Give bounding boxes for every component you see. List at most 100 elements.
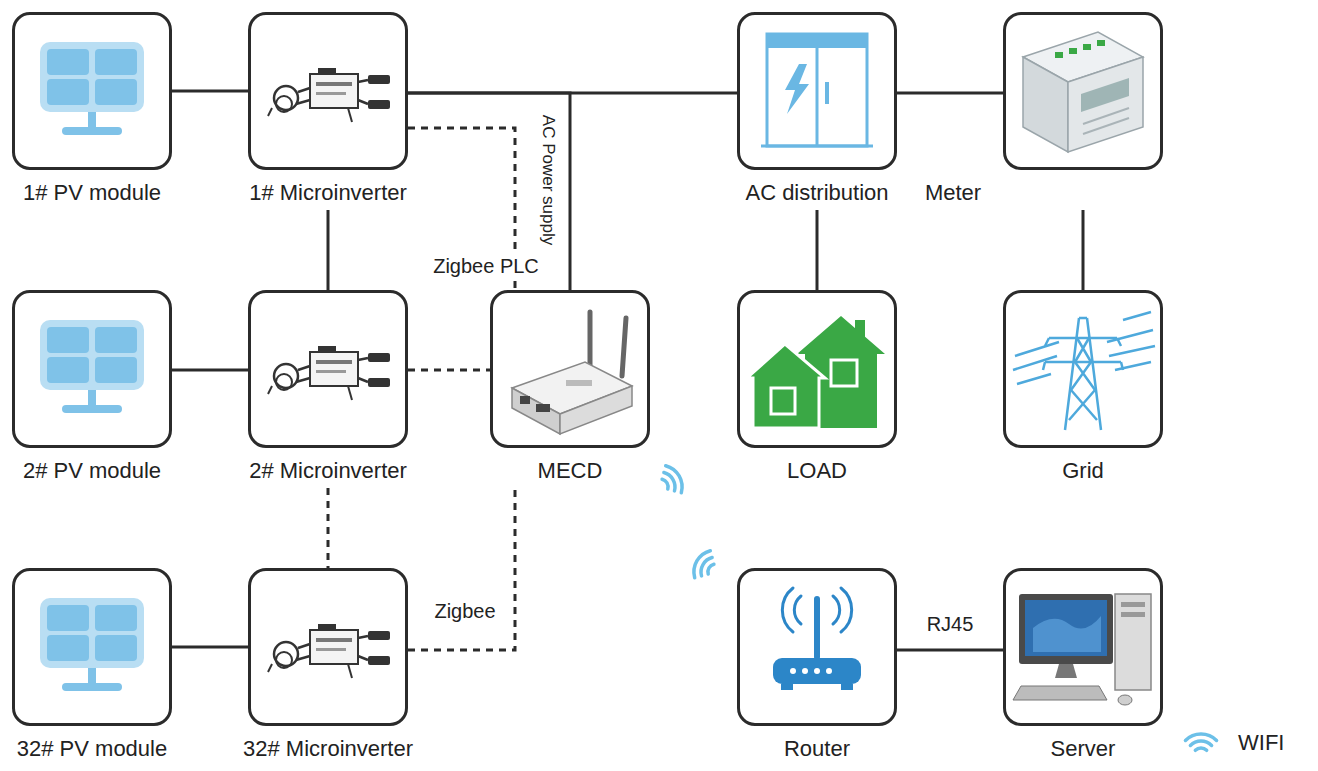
icon-part bbox=[816, 48, 819, 146]
icon-part bbox=[520, 396, 530, 404]
icon-part bbox=[1023, 57, 1068, 152]
icon-part bbox=[773, 658, 861, 684]
legend-text: WIFI bbox=[1238, 730, 1284, 756]
pv-panel-icon bbox=[40, 598, 144, 691]
icon-part bbox=[747, 344, 825, 428]
icon-part bbox=[1121, 612, 1145, 617]
microinverter-icon bbox=[268, 68, 390, 122]
icon-part bbox=[588, 312, 593, 368]
connector-line bbox=[172, 646, 248, 649]
icon-part bbox=[790, 668, 796, 674]
icon-part bbox=[826, 668, 832, 674]
component-frame bbox=[1003, 568, 1163, 726]
icon-part bbox=[1068, 57, 1143, 152]
icon-part bbox=[1115, 594, 1151, 690]
icon-part bbox=[814, 596, 820, 660]
component-frame bbox=[737, 568, 897, 726]
connector-line bbox=[1082, 210, 1085, 290]
component-frame bbox=[1003, 290, 1163, 448]
component-node: 2# Microinverter bbox=[248, 290, 408, 484]
connector-line bbox=[327, 210, 330, 290]
icon-part bbox=[1055, 52, 1063, 58]
pv-panel-icon bbox=[40, 42, 144, 135]
component-label: MECD bbox=[538, 458, 603, 484]
icon-part bbox=[1118, 695, 1132, 705]
icon-part bbox=[1083, 118, 1129, 134]
connector-label: AC Power supply bbox=[536, 112, 560, 248]
component-label: 32# PV module bbox=[17, 736, 167, 762]
icon-part bbox=[833, 588, 852, 632]
load-houses-icon bbox=[747, 316, 885, 428]
icon-part bbox=[802, 668, 808, 674]
icon-part bbox=[841, 684, 853, 690]
wifi-arc bbox=[1190, 741, 1211, 745]
icon-part bbox=[512, 388, 560, 434]
icon-part bbox=[767, 34, 867, 48]
connector-line bbox=[172, 369, 248, 372]
mecd-device-icon bbox=[512, 312, 632, 434]
component-label: Grid bbox=[1062, 458, 1104, 484]
wifi-signal-icon bbox=[657, 462, 687, 497]
icon-part bbox=[814, 668, 820, 674]
component-label: Router bbox=[784, 736, 850, 762]
pv-panel-icon bbox=[40, 320, 144, 413]
icon-part bbox=[536, 404, 550, 412]
icon-part bbox=[785, 64, 809, 114]
component-frame bbox=[490, 290, 650, 448]
component-node: Server bbox=[1003, 568, 1163, 762]
component-label: 2# Microinverter bbox=[249, 458, 407, 484]
icon-part bbox=[1025, 600, 1107, 656]
icon-part bbox=[622, 318, 626, 376]
connector-line bbox=[408, 93, 570, 290]
icon-part bbox=[1013, 686, 1107, 700]
component-node: 2# PV module bbox=[12, 290, 172, 484]
component-node: 1# Microinverter bbox=[248, 12, 408, 206]
wifi-arc bbox=[1195, 748, 1206, 750]
wifi-arc bbox=[1185, 734, 1216, 740]
component-frame bbox=[1003, 12, 1163, 170]
icon-part bbox=[825, 82, 829, 104]
icon-part bbox=[1019, 594, 1113, 664]
wifi-signal-icon bbox=[689, 547, 719, 582]
component-node: MECD bbox=[490, 290, 650, 484]
component-node: Grid bbox=[1003, 290, 1163, 484]
component-node: Meter bbox=[1003, 12, 1163, 206]
component-label: LOAD bbox=[787, 458, 847, 484]
icon-part bbox=[781, 684, 793, 690]
component-node: 1# PV module bbox=[12, 12, 172, 206]
icon-part bbox=[1065, 318, 1101, 430]
component-label: 1# PV module bbox=[23, 180, 161, 206]
component-frame bbox=[248, 290, 408, 448]
component-frame bbox=[12, 12, 172, 170]
connector-label: Zigbee PLC bbox=[430, 254, 542, 278]
microinverter-icon bbox=[268, 624, 390, 678]
icon-part bbox=[1033, 616, 1101, 652]
connector-line bbox=[327, 488, 330, 568]
icon-part bbox=[1121, 602, 1145, 607]
component-frame bbox=[248, 568, 408, 726]
icon-part bbox=[1069, 338, 1097, 420]
component-node: AC distribution bbox=[737, 12, 897, 206]
component-node: LOAD bbox=[737, 290, 897, 484]
meter-icon bbox=[1023, 32, 1143, 152]
component-label: Server bbox=[1051, 736, 1116, 762]
component-label: AC distribution bbox=[745, 180, 888, 206]
component-node: 32# PV module bbox=[12, 568, 172, 762]
component-frame bbox=[12, 568, 172, 726]
component-frame bbox=[12, 290, 172, 448]
icon-part bbox=[771, 388, 795, 414]
connector-line bbox=[408, 369, 490, 372]
connector-line bbox=[897, 92, 1003, 95]
icon-part bbox=[566, 380, 592, 386]
component-frame bbox=[737, 12, 897, 170]
icon-part bbox=[767, 34, 867, 146]
connector-line bbox=[897, 649, 1003, 652]
legend-item: WIFI bbox=[1178, 728, 1284, 758]
component-node: Router bbox=[737, 568, 897, 762]
microinverter-icon bbox=[268, 346, 390, 400]
icon-part bbox=[1081, 78, 1129, 112]
connector-label: Zigbee bbox=[431, 599, 498, 623]
icon-part bbox=[560, 386, 632, 434]
connector-line bbox=[816, 210, 819, 290]
